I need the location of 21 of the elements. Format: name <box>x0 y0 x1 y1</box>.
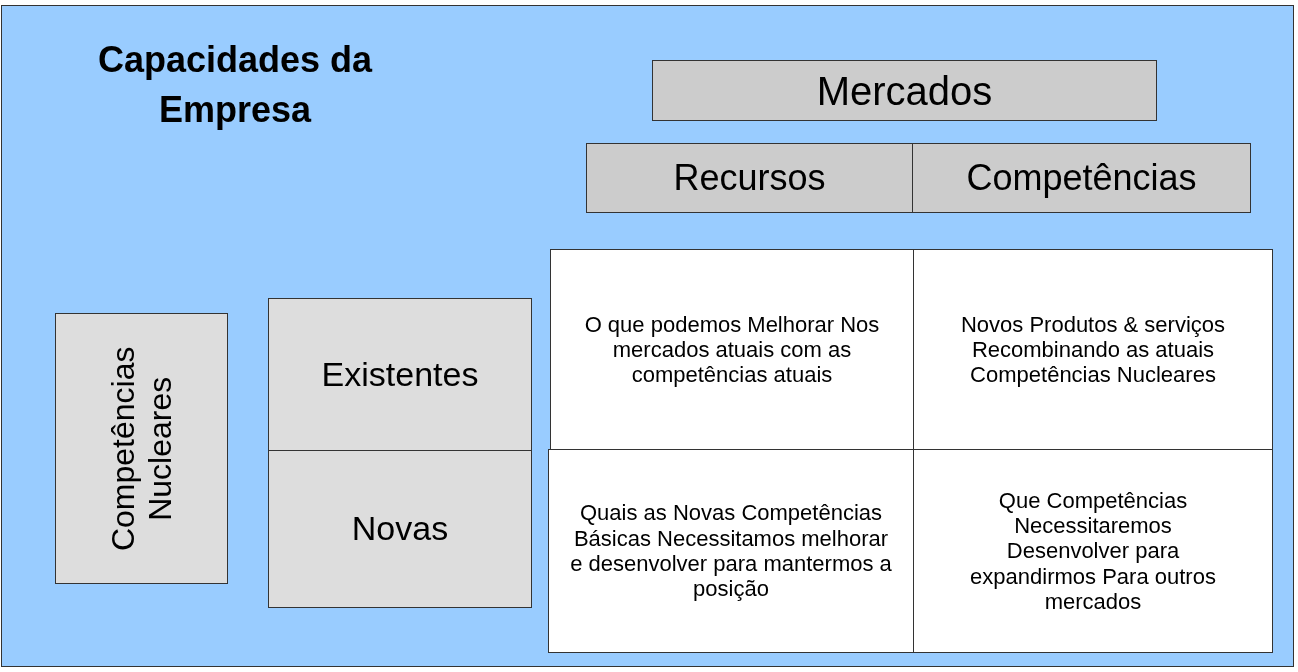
box-label: Quais as Novas Competências Básicas Necessitamos melhorar e desenvolver para mantermos a posição <box>569 500 893 602</box>
row-header-box <box>268 450 532 608</box>
matrix-cell <box>913 249 1273 450</box>
box-label: Novos Produtos & serviços Recombinando as atuais Competências Nucleares <box>959 311 1227 388</box>
diagram-title: Capacidades da Empresa <box>96 38 374 132</box>
matrix-cell <box>548 449 914 653</box>
rotated-label: Competências Nucleares <box>104 345 179 553</box>
matrix-cell <box>913 449 1273 653</box>
box-label: Que Competências Necessitaremos Desenvolver para expandirmos Para outros mercados <box>969 487 1217 615</box>
header-box <box>912 143 1251 213</box>
header-box <box>652 60 1157 121</box>
box-label: Existentes <box>320 354 480 395</box>
matrix-cell <box>550 249 914 450</box>
box-label: Mercados <box>815 67 994 114</box>
row-group-box <box>55 313 228 584</box>
box-label: Competências <box>965 157 1198 199</box>
header-box <box>586 143 913 213</box>
box-label: Recursos <box>672 157 827 199</box>
row-header-box <box>268 298 532 451</box>
box-label: Novas <box>350 509 450 549</box>
box-label: O que podemos Melhorar Nos mercados atuais com as competências atuais <box>583 311 881 388</box>
